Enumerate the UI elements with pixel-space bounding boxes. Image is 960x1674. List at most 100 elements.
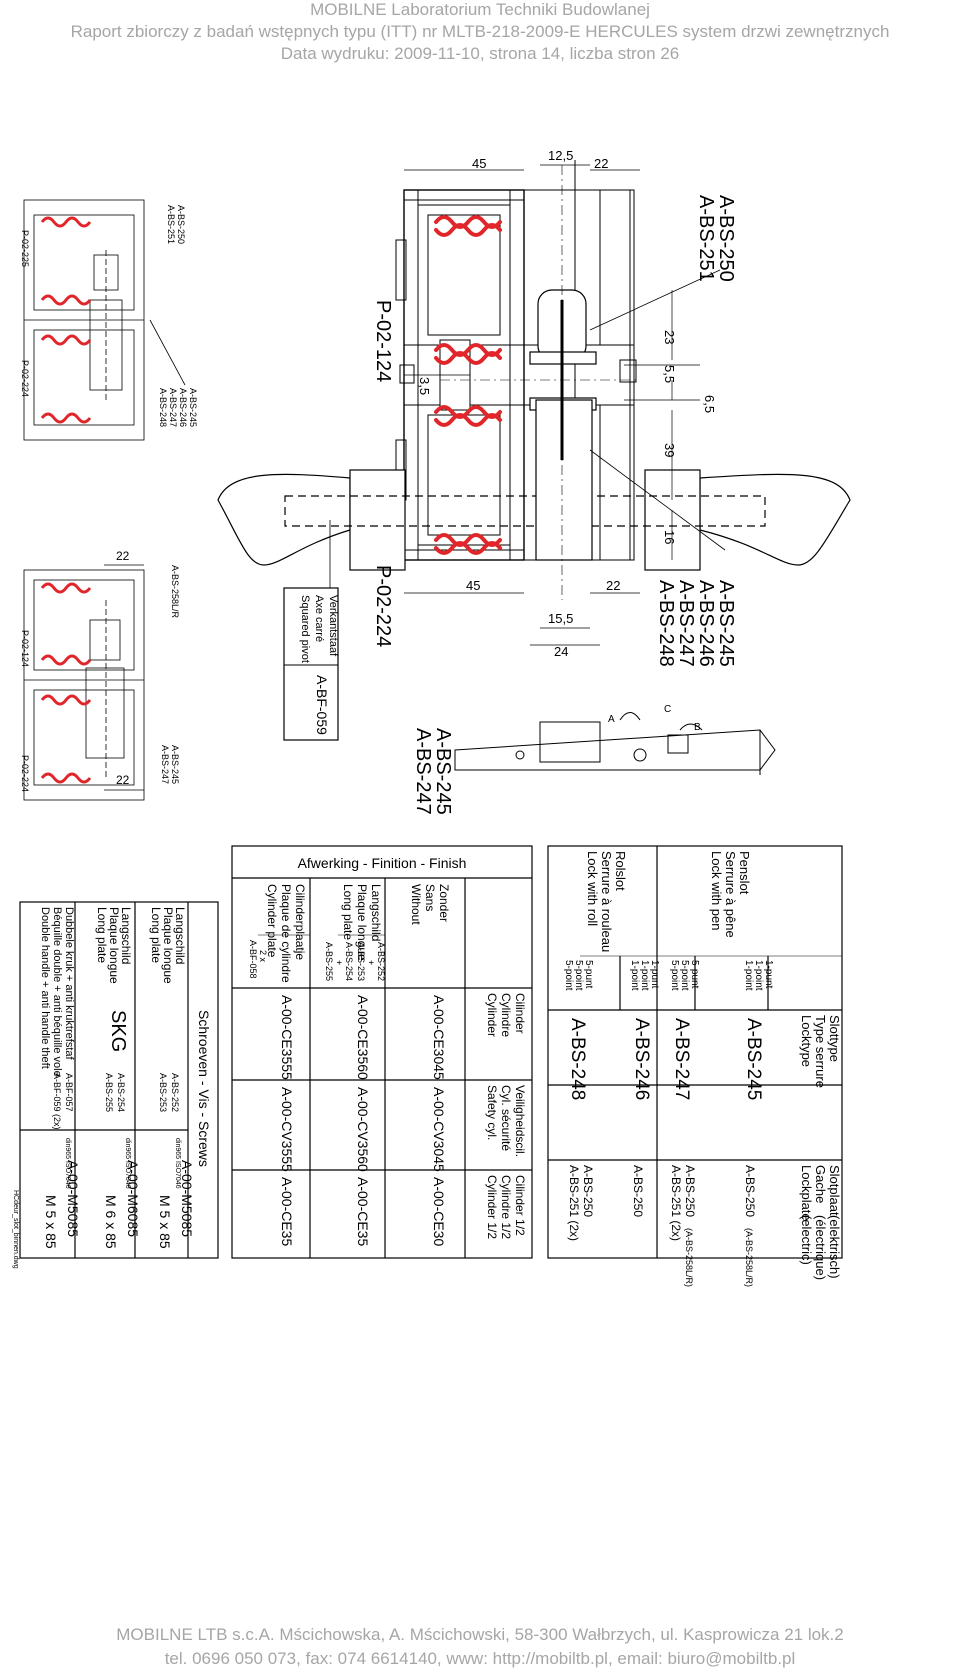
svg-text:din965 ISO7046: din965 ISO7046	[174, 1138, 181, 1189]
small-section-bottom-labels: 22 22 P-02-124 P-02-224 A-BS-258L/R A-BS…	[20, 549, 180, 792]
main-dimensions	[404, 164, 700, 646]
svg-text:Langschild: Langschild	[369, 884, 383, 941]
screw-title: Schroeven - Vis - Screws	[196, 1010, 212, 1167]
screw-table: Schroeven - Vis - Screws Langschild Plaq…	[12, 901, 219, 1269]
lt-h-type-nl: Slottype	[827, 1015, 842, 1062]
svg-text:M 5 x 85: M 5 x 85	[157, 1195, 173, 1249]
svg-text:SKG: SKG	[107, 1010, 129, 1052]
lt-roll-nl: Rolslot	[613, 851, 628, 891]
svg-text:Long plate: Long plate	[341, 884, 355, 940]
small2-label-bs258: A-BS-258L/R	[170, 565, 180, 619]
svg-text:A-BF-059 (2x): A-BF-059 (2x)	[52, 1073, 62, 1130]
svg-text:1-point: 1-point	[743, 960, 754, 991]
svg-text:Cylinder 1/2: Cylinder 1/2	[485, 1175, 499, 1239]
main-part-labels: A-BS-250 A-BS-251 P-02-124 P-02-224 A-BS…	[372, 195, 737, 815]
small2-label-bs245: A-BS-245	[170, 745, 180, 784]
label-bs251: A-BS-251	[695, 195, 717, 282]
lt-h-el-fr: (électrique)	[813, 1215, 828, 1280]
svg-text:A-00-CE30: A-00-CE30	[431, 1177, 447, 1246]
label-p02-224: P-02-224	[372, 565, 394, 647]
lt-h-plate-fr: Gache	[813, 1165, 828, 1203]
svg-text:A-BS-250: A-BS-250	[631, 1165, 645, 1217]
dim-6-5: 6,5	[702, 395, 717, 413]
lt-pen-en: Lock with pen	[709, 851, 724, 931]
svg-text:Long plate: Long plate	[149, 907, 163, 963]
small-label-p02-225: P-02-225	[20, 230, 30, 267]
axis-label-fr: Axe carré	[313, 595, 325, 642]
small-section-bottom-red	[40, 582, 92, 784]
svg-text:(A-BS-258L/R): (A-BS-258L/R)	[744, 1228, 754, 1287]
svg-text:A-00-CV3555: A-00-CV3555	[279, 1087, 295, 1172]
svg-text:A-BS-250: A-BS-250	[743, 1165, 757, 1217]
svg-text:Cilinder 1/2: Cilinder 1/2	[513, 1175, 527, 1236]
svg-text:A-00-CE3555: A-00-CE3555	[279, 995, 295, 1080]
svg-text:Dubbele kruk + anti kruktrefst: Dubbele kruk + anti kruktrefstaf	[63, 907, 75, 1060]
report-footer-line1: MOBILNE LTB s.c.A. Mścichowska, A. Mścic…	[116, 1625, 844, 1644]
svg-text:A-BS-250: A-BS-250	[683, 1165, 697, 1217]
svg-text:5-punt: 5-punt	[583, 960, 594, 989]
report-footer-line2: tel. 0696 050 073, fax: 074 6614140, www…	[164, 1649, 796, 1668]
lock-label-b: B	[694, 722, 701, 733]
svg-text:A-00-CE35: A-00-CE35	[279, 1177, 295, 1246]
svg-text:A-BF-057: A-BF-057	[64, 1073, 74, 1112]
dim-5-5: 5,5	[662, 365, 677, 383]
small-label-bs251: A-BS-251	[166, 205, 176, 244]
svg-text:Langschild: Langschild	[119, 907, 133, 964]
lt-h-el-en: (electric)	[799, 1215, 814, 1265]
svg-text:Plaque longue: Plaque longue	[107, 907, 121, 984]
finish-table: Afwerking - Finition - Finish Cilinder C…	[231, 845, 533, 1259]
report-header-line2: Raport zbiorczy z badań wstępnych typu (…	[70, 22, 890, 41]
svg-text:A-BS-250: A-BS-250	[581, 1165, 595, 1217]
lt-pen-fr: Serrure à pêne	[723, 851, 738, 938]
small-section-top-red	[40, 216, 92, 424]
svg-text:+: +	[366, 960, 376, 965]
lt-code-248: A-BS-248	[567, 1018, 588, 1100]
small-label-bs246: A-BS-246	[178, 388, 188, 427]
svg-text:Safety cyl.: Safety cyl.	[485, 1085, 499, 1140]
svg-text:A-BS-253: A-BS-253	[158, 1073, 168, 1112]
dim-45-bottom: 45	[466, 578, 480, 593]
svg-text:Double handle + anti handle th: Double handle + anti handle theft	[39, 907, 51, 1069]
svg-text:A-BS-253: A-BS-253	[356, 942, 366, 981]
svg-text:A-BS-254: A-BS-254	[344, 942, 354, 981]
lt-h-el-nl: (elektrisch)	[827, 1215, 842, 1279]
svg-text:A-BS-252: A-BS-252	[170, 1073, 180, 1112]
svg-text:Cylinder plate: Cylinder plate	[265, 884, 279, 958]
lt-roll-fr: Serrure à rouleau	[599, 851, 614, 952]
small-label-bs248: A-BS-248	[158, 388, 168, 427]
small2-label-p02-124: P-02-124	[20, 630, 30, 667]
small-section-top	[23, 199, 186, 441]
small-label-bs245: A-BS-245	[188, 388, 198, 427]
svg-text:A-00-CE3560: A-00-CE3560	[355, 995, 371, 1080]
svg-text:1-punt: 1-punt	[649, 960, 660, 989]
lock-label-c: C	[664, 704, 671, 715]
svg-text:Cilinderplaatje: Cilinderplaatje	[293, 884, 307, 960]
svg-text:5-punt: 5-punt	[689, 960, 700, 989]
lt-code-246: A-BS-246	[631, 1018, 652, 1100]
svg-text:(A-BS-258L/R): (A-BS-258L/R)	[684, 1228, 694, 1287]
lt-roll-en: Lock with roll	[585, 851, 600, 926]
svg-text:Without: Without	[409, 884, 423, 925]
svg-text:1-punt: 1-punt	[763, 960, 774, 989]
axis-code: A-BF-059	[314, 675, 330, 735]
label-lock-bs245: A-BS-245	[432, 728, 454, 815]
dim-12-5: 12,5	[548, 148, 573, 163]
small-dim-22-top: 22	[116, 549, 130, 563]
report-header-line1: MOBILNE Laboratorium Techniki Budowlanej	[310, 0, 650, 19]
svg-text:A-BS-252: A-BS-252	[376, 942, 386, 981]
svg-text:2 x: 2 x	[258, 950, 268, 963]
svg-text:Cylinder: Cylinder	[485, 993, 499, 1037]
finish-title: Afwerking - Finition - Finish	[298, 855, 467, 871]
dim-22-bottom: 22	[606, 578, 620, 593]
square-pivot-box: Verkantstaaf Axe carré Squared pivot A-B…	[283, 587, 339, 741]
small2-label-p02-224: P-02-224	[20, 755, 30, 792]
label-bs246: A-BS-246	[695, 580, 717, 667]
svg-text:Zonder: Zonder	[437, 884, 451, 922]
label-bs248: A-BS-248	[655, 580, 677, 667]
svg-text:Cylindre 1/2: Cylindre 1/2	[499, 1175, 513, 1239]
svg-text:Cilinder: Cilinder	[513, 993, 527, 1034]
main-section-drawing	[395, 160, 637, 561]
main-dimension-texts: 45 12,5 22 45 15,5 22 24 23 5,5 6,5 39 1…	[417, 148, 717, 659]
axis-label-nl: Verkantstaaf	[327, 595, 339, 657]
